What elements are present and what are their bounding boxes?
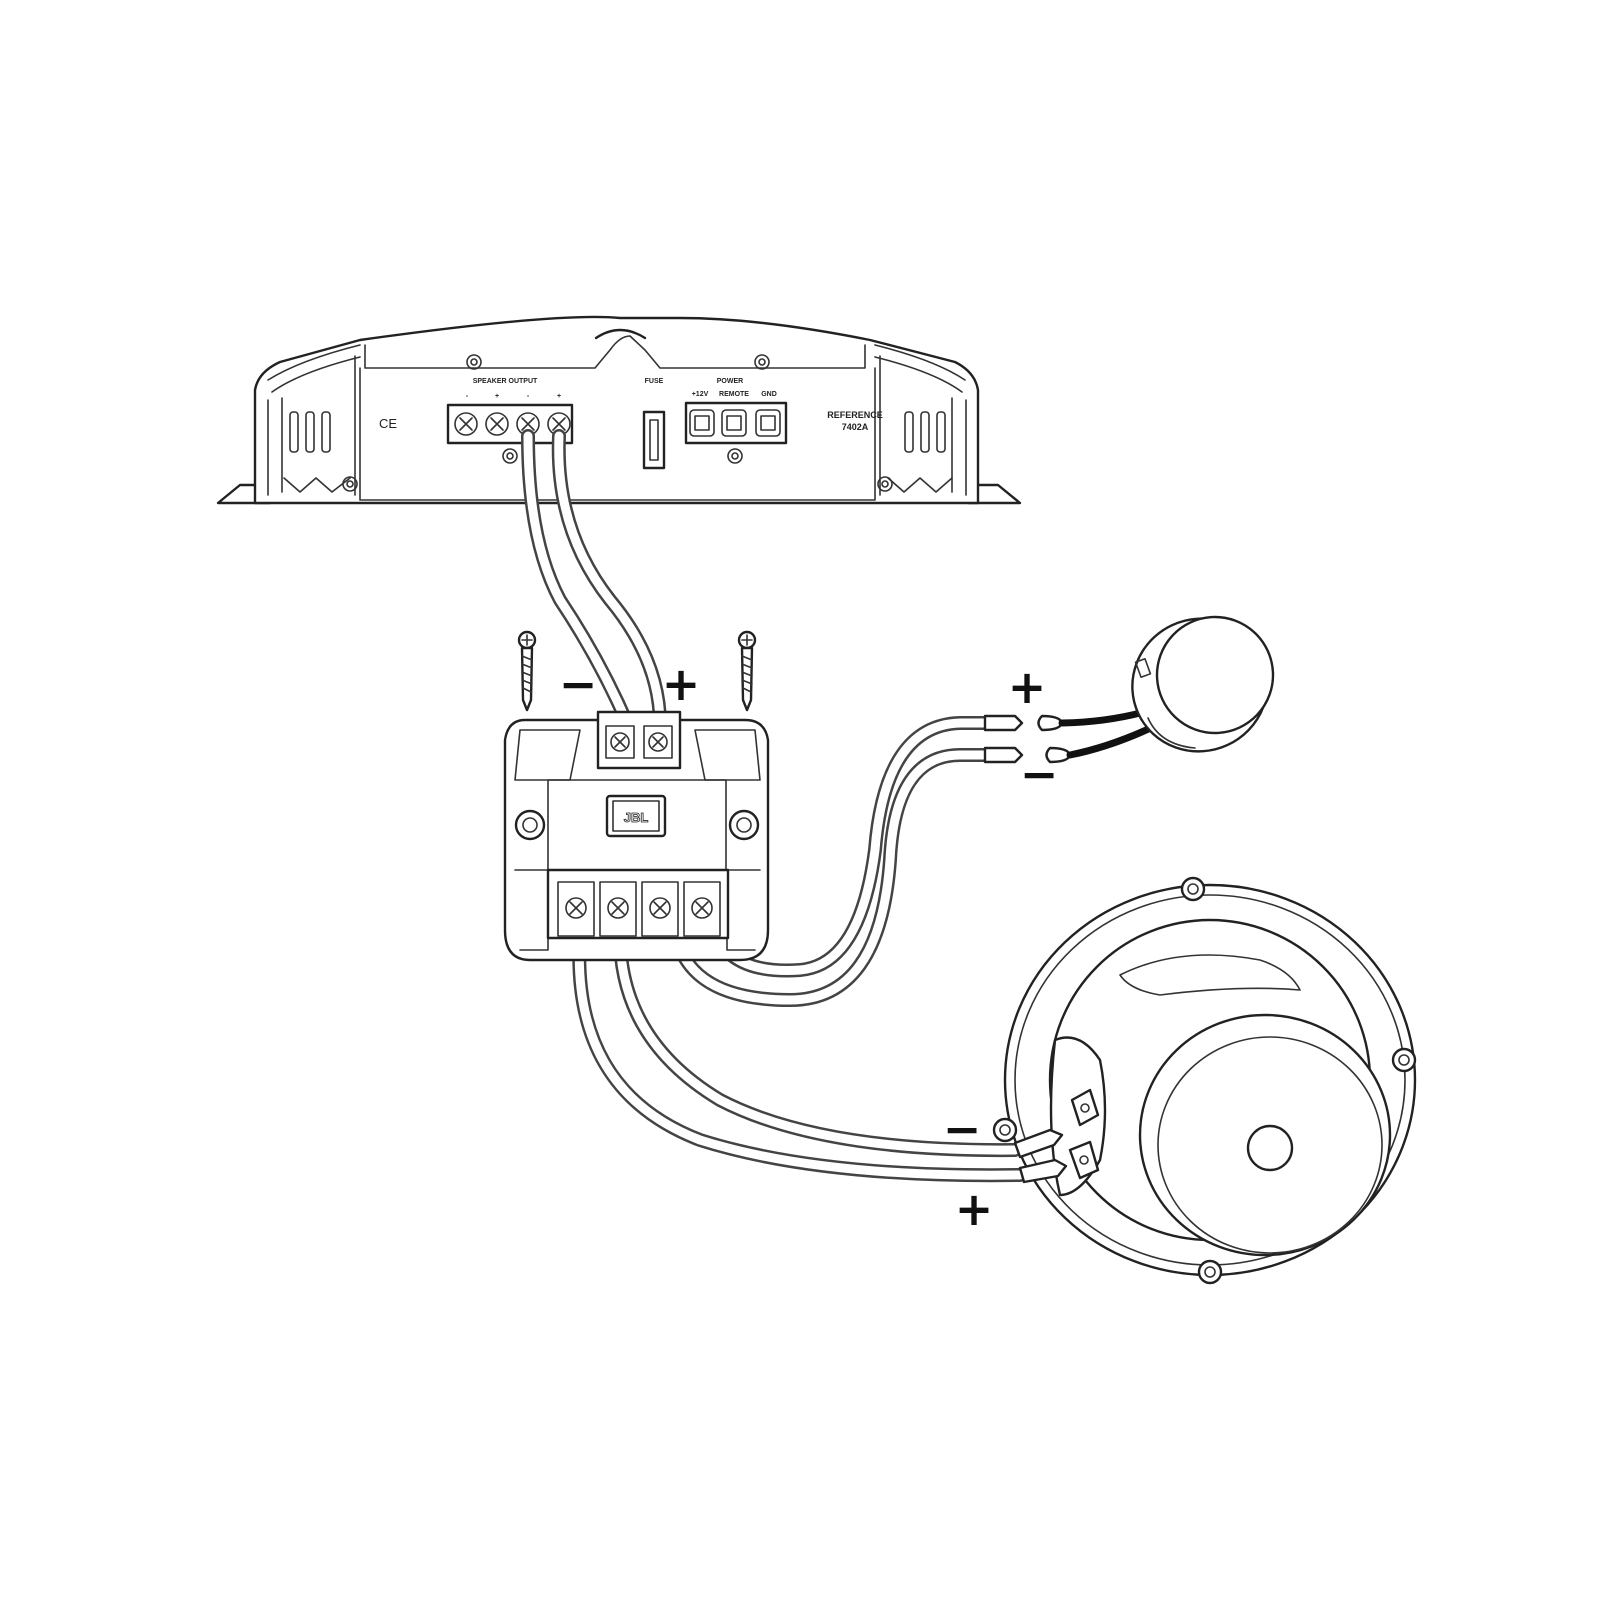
tweeter-lead-terminal — [1045, 746, 1072, 764]
woofer-mount-tab — [992, 1117, 1018, 1143]
amp-terminal-polarity: + — [557, 393, 561, 400]
speaker-output-label: SPEAKER OUTPUT — [473, 378, 538, 385]
woofer — [992, 876, 1417, 1285]
crossover-input-terminals — [596, 710, 682, 770]
input-plus-sign: + — [662, 657, 701, 711]
mounting-screw-right — [737, 630, 757, 712]
woofer-dust-cap — [1246, 1124, 1294, 1172]
amp-terminal — [485, 412, 509, 436]
amp-screw — [466, 354, 482, 370]
crossover-mount-hole — [728, 809, 760, 841]
woofer-plus-sign: + — [955, 1182, 994, 1236]
tweeter-spade-connector — [983, 714, 1024, 732]
crossover-mount-hole — [514, 809, 546, 841]
amp-screw — [754, 354, 770, 370]
amp-terminal-polarity: - — [527, 393, 530, 400]
crossover-output-terminals — [546, 868, 730, 940]
fuse-label: FUSE — [645, 378, 664, 385]
woofer-terminal — [1068, 1140, 1100, 1180]
wires — [521, 429, 1027, 1183]
amp-terminal-polarity: + — [495, 393, 499, 400]
mounting-screw-left — [517, 630, 537, 712]
power-label: POWER — [717, 378, 743, 385]
woofer-minus-sign: − — [943, 1102, 982, 1156]
power-terminal — [755, 409, 781, 437]
amp-screw — [502, 448, 518, 464]
power-terminal — [721, 409, 747, 437]
crossover-output-terminal — [557, 881, 595, 937]
left-heatsink — [267, 344, 361, 496]
power-terminal — [689, 409, 715, 437]
amp-terminal — [454, 412, 478, 436]
model-number: 7402A — [842, 422, 869, 432]
model-name: REFERENCE — [827, 410, 883, 420]
crossover-output-terminal — [599, 881, 637, 937]
jbl-logo: JBL — [624, 810, 649, 825]
power-terminal-label: REMOTE — [719, 391, 749, 398]
woofer-terminal — [1070, 1088, 1100, 1127]
crossover-output-terminal — [683, 881, 721, 937]
amp-terminal-polarity: - — [466, 393, 469, 400]
woofer-spade-connector — [1018, 1158, 1068, 1184]
fuse — [642, 410, 666, 470]
ce-mark: CE — [379, 416, 397, 431]
crossover-input-terminal — [643, 725, 673, 759]
power-terminal-block — [684, 401, 788, 445]
jbl-logo-plate — [605, 794, 667, 838]
woofer-mount-tab — [1391, 1047, 1417, 1073]
crossover-network: JBL — [503, 710, 770, 962]
amp-screw — [877, 476, 893, 492]
speaker-output-terminal-block — [446, 403, 574, 445]
polarity-signs: − + + − − + — [559, 657, 1059, 1236]
power-terminal-label: GND — [761, 391, 777, 398]
crossover-output-terminal — [641, 881, 679, 937]
amp-screw — [727, 448, 743, 464]
power-terminal-label: +12V — [692, 391, 709, 398]
tweeter-plus-sign: + — [1008, 660, 1047, 714]
woofer-spade-connector — [1013, 1128, 1064, 1159]
amp-screw — [342, 476, 358, 492]
crossover-input-terminal — [605, 725, 635, 759]
input-minus-sign: − — [559, 657, 598, 711]
tweeter-minus-sign: − — [1020, 747, 1059, 801]
tweeter-spade-connector — [983, 746, 1024, 764]
tweeter — [983, 615, 1275, 764]
tweeter-lead-terminal — [1037, 714, 1064, 732]
woofer-mount-tab — [1180, 876, 1206, 902]
right-heatsink — [874, 344, 967, 496]
woofer-mount-tab — [1197, 1259, 1223, 1285]
amplifier: CE SPEAKER OUTPUT - + - + FUSE POWER +12… — [216, 315, 1022, 505]
